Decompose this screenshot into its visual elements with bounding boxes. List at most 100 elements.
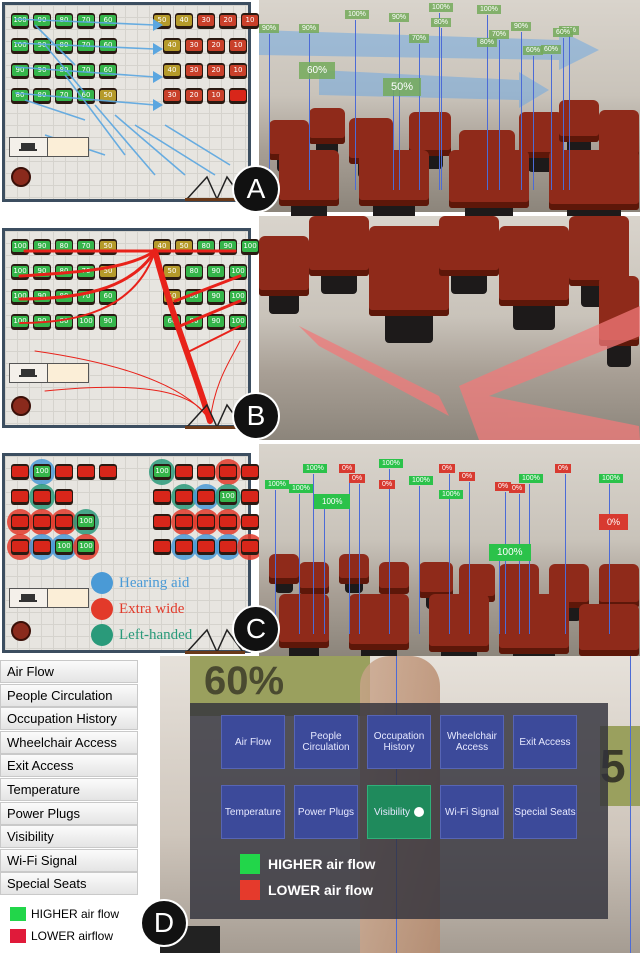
hololens-button-wheelchair-access[interactable]: Wheelchair Access	[440, 715, 504, 769]
ar-anchor-line	[349, 474, 350, 634]
seat-value: 10	[208, 90, 224, 101]
seat	[219, 464, 237, 480]
seat	[11, 464, 29, 480]
seat-value	[242, 541, 258, 552]
menu-item-wi-fi-signal[interactable]: Wi-Fi Signal	[0, 848, 138, 872]
seat-value: 40	[164, 65, 180, 76]
seat-value: 60	[100, 65, 116, 76]
chair	[549, 564, 589, 622]
seat-value	[34, 516, 50, 527]
ar-anchor-line	[359, 484, 360, 634]
hololens-button-temperature[interactable]: Temperature	[221, 785, 285, 839]
teacher-desk	[9, 137, 89, 157]
seat	[241, 539, 259, 555]
legend-label: Left-handed	[119, 626, 193, 643]
menu-item-temperature[interactable]: Temperature	[0, 777, 138, 801]
seat: 40	[175, 13, 193, 29]
ar-value-label: 100%	[439, 490, 463, 499]
seat	[175, 539, 193, 555]
seat-value: 50	[176, 241, 192, 252]
hololens-button-air-flow[interactable]: Air Flow	[221, 715, 285, 769]
menu-item-visibility[interactable]: Visibility	[0, 825, 138, 849]
seat-value: 100	[230, 291, 246, 302]
seat-value: 60	[100, 291, 116, 302]
legend-dot-icon	[91, 598, 113, 620]
hololens-button-label: Exit Access	[519, 736, 571, 748]
ar-value-label: 100%	[265, 480, 289, 489]
computer-icon	[10, 364, 48, 382]
teacher-chair-icon	[11, 621, 31, 641]
seat-value: 50	[100, 266, 116, 277]
chair	[449, 150, 529, 226]
chair	[259, 236, 309, 314]
seat-value	[198, 466, 214, 477]
ar-photo-c: 100%0%100%0%100%100%0%100%0%100%0%100%0%…	[259, 444, 640, 672]
lower-swatch	[240, 880, 260, 900]
seat	[11, 489, 29, 505]
menu-item-air-flow[interactable]: Air Flow	[0, 660, 138, 683]
seat: 100	[153, 464, 171, 480]
seat-value: 60	[100, 40, 116, 51]
ar-value-label: 100%	[289, 484, 313, 493]
ar-value-label: 100%	[409, 476, 433, 485]
hololens-button-occupation-history[interactable]: Occupation History	[367, 715, 431, 769]
hololens-button-power-plugs[interactable]: Power Plugs	[294, 785, 358, 839]
chair	[379, 562, 409, 604]
seat: 60	[99, 289, 117, 305]
hololens-button-visibility[interactable]: Visibility	[367, 785, 431, 839]
seat-value: 90	[34, 65, 50, 76]
chair	[309, 108, 345, 155]
seat-value: 90	[208, 266, 224, 277]
seat: 100	[229, 289, 247, 305]
ar-value-label: 0%	[349, 474, 366, 483]
seat: 100	[241, 239, 259, 255]
seat: 80	[185, 264, 203, 280]
menu-item-wheelchair-access[interactable]: Wheelchair Access	[0, 730, 138, 754]
menu-item-people-circulation[interactable]: People Circulation	[0, 683, 138, 707]
seat	[197, 514, 215, 530]
seat-value: 30	[164, 90, 180, 101]
hololens-button-wi-fi-signal[interactable]: Wi-Fi Signal	[440, 785, 504, 839]
hololens-legend-lower: LOWER air flow	[240, 880, 373, 900]
menu-item-exit-access[interactable]: Exit Access	[0, 754, 138, 778]
seat-value: 80	[186, 291, 202, 302]
hololens-button-exit-access[interactable]: Exit Access	[513, 715, 577, 769]
chair	[349, 594, 409, 667]
seat-value	[12, 491, 28, 502]
seat: 30	[197, 13, 215, 29]
seat: 10	[229, 38, 247, 54]
chair	[339, 554, 369, 593]
menu-item-special-seats[interactable]: Special Seats	[0, 872, 138, 896]
seat-value: 60	[164, 316, 180, 327]
seat: 60	[99, 63, 117, 79]
seat-value: 20	[186, 90, 202, 101]
hololens-button-label: Special Seats	[514, 806, 576, 818]
menu-item-occupation-history[interactable]: Occupation History	[0, 707, 138, 731]
seat-value: 20	[208, 65, 224, 76]
seat-value	[220, 541, 236, 552]
seat-value	[12, 466, 28, 477]
seat: 90	[99, 314, 117, 330]
seat: 20	[219, 13, 237, 29]
hololens-button-people-circulation[interactable]: People Circulation	[294, 715, 358, 769]
seat-value	[56, 491, 72, 502]
ar-value-label: 0%	[339, 464, 356, 473]
seat: 40	[163, 63, 181, 79]
hololens-button-label: Power Plugs	[297, 806, 355, 818]
seat	[99, 464, 117, 480]
hololens-button-label: Air Flow	[234, 736, 272, 748]
ar-anchor-line	[419, 44, 420, 190]
hololens-button-special-seats[interactable]: Special Seats	[513, 785, 577, 839]
menu-item-power-plugs[interactable]: Power Plugs	[0, 801, 138, 825]
seat-value	[176, 491, 192, 502]
ar-value-label: 60%	[299, 62, 336, 79]
seat-value: 100	[230, 316, 246, 327]
seat	[33, 489, 51, 505]
seat-value	[220, 466, 236, 477]
seat: 100	[11, 289, 29, 305]
seat-value: 90	[208, 291, 224, 302]
seat-value	[34, 491, 50, 502]
